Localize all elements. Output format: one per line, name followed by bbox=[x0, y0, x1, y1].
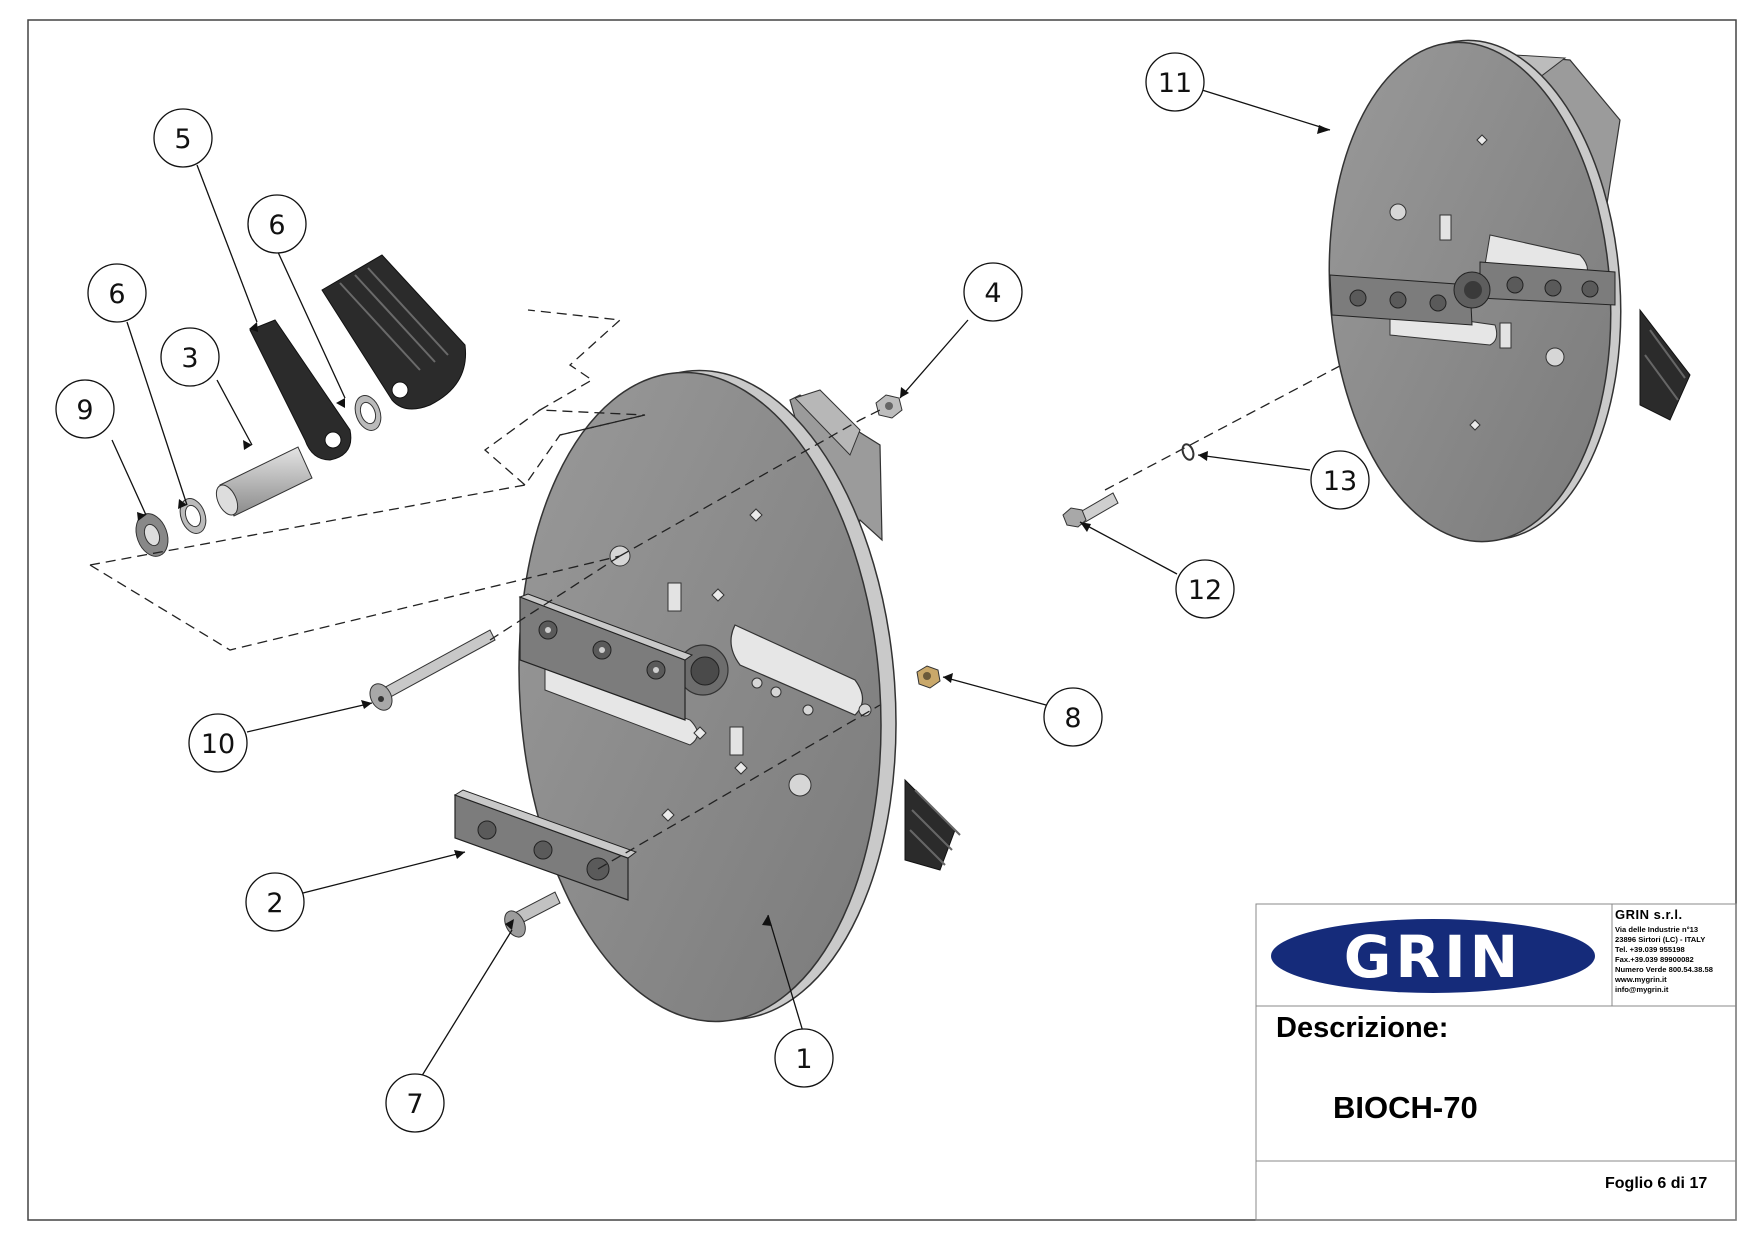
callout-3: 3 bbox=[160, 327, 220, 387]
svg-text:6: 6 bbox=[268, 210, 285, 241]
blade-stack-lower bbox=[904, 778, 961, 871]
model-name: BIOCH-70 bbox=[1333, 1090, 1478, 1125]
washer-13 bbox=[1181, 443, 1195, 461]
main-disc-assembly bbox=[518, 369, 961, 1023]
phone-line: Tel. +39.039 955198 bbox=[1615, 945, 1685, 954]
svg-text:7: 7 bbox=[406, 1089, 423, 1120]
sheet-number: Foglio 6 di 17 bbox=[1605, 1175, 1708, 1192]
callout-2: 2 bbox=[245, 872, 305, 932]
callout-9: 9 bbox=[55, 379, 115, 439]
disc-slot bbox=[730, 624, 864, 716]
toll-free-line: Numero Verde 800.54.38.58 bbox=[1615, 965, 1713, 974]
svg-text:12: 12 bbox=[1188, 575, 1222, 606]
fax-line: Fax.+39.039 89900082 bbox=[1615, 955, 1694, 964]
callout-7: 7 bbox=[385, 1073, 445, 1133]
drawing-frame bbox=[27, 19, 1737, 1221]
svg-text:9: 9 bbox=[76, 395, 93, 426]
callout-12: 12 bbox=[1175, 559, 1235, 619]
address-line: Via delle Industrie n°13 bbox=[1615, 925, 1699, 934]
svg-text:3: 3 bbox=[181, 343, 198, 374]
callout-1: 1 bbox=[774, 1028, 834, 1088]
washer-9 bbox=[135, 513, 169, 557]
nut-4 bbox=[875, 394, 903, 419]
hub-inner bbox=[690, 656, 720, 686]
svg-text:6: 6 bbox=[108, 279, 125, 310]
svg-text:2: 2 bbox=[266, 888, 283, 919]
blade-5 bbox=[249, 319, 352, 461]
nut-8 bbox=[916, 665, 941, 689]
description-label: Descrizione: bbox=[1276, 1012, 1449, 1044]
svg-text:10: 10 bbox=[201, 729, 235, 760]
blade-stack-upper bbox=[321, 254, 467, 410]
assembled-blade-stack bbox=[1639, 308, 1691, 421]
callout-6-upper: 6 bbox=[247, 194, 307, 254]
grin-logo: GRIN bbox=[1271, 919, 1595, 993]
leader-arrowheads bbox=[137, 125, 1330, 930]
bolt-12 bbox=[1062, 492, 1119, 528]
website-line: www.mygrin.it bbox=[1615, 975, 1667, 984]
dashed-explode-lines bbox=[89, 309, 1371, 870]
callout-5: 5 bbox=[153, 108, 213, 168]
svg-text:1: 1 bbox=[795, 1044, 812, 1075]
email-line: info@mygrin.it bbox=[1615, 985, 1669, 994]
svg-text:13: 13 bbox=[1323, 466, 1357, 497]
svg-text:11: 11 bbox=[1158, 68, 1192, 99]
svg-text:5: 5 bbox=[174, 124, 191, 155]
bushing-6-left bbox=[179, 498, 207, 534]
callout-13: 13 bbox=[1310, 450, 1370, 510]
spacer-tube bbox=[215, 446, 313, 517]
callout-11: 11 bbox=[1145, 52, 1205, 112]
callout-4: 4 bbox=[963, 262, 1023, 322]
callout-6-lower: 6 bbox=[87, 263, 147, 323]
leader-lines bbox=[111, 89, 1331, 1088]
long-bolt bbox=[369, 629, 496, 711]
assembled-disc bbox=[1328, 39, 1691, 543]
address-line: 23896 Sirtori (LC) - ITALY bbox=[1615, 935, 1706, 944]
svg-text:4: 4 bbox=[984, 278, 1001, 309]
callout-8: 8 bbox=[1043, 687, 1103, 747]
title-block bbox=[1255, 903, 1737, 1221]
svg-text:8: 8 bbox=[1064, 703, 1081, 734]
countersunk-screw bbox=[504, 891, 561, 938]
svg-text:GRIN: GRIN bbox=[1344, 923, 1522, 991]
knife-bar-loose bbox=[453, 789, 638, 901]
company-name: GRIN s.r.l. bbox=[1615, 907, 1683, 922]
bushing-6-right bbox=[354, 395, 382, 431]
callout-10: 10 bbox=[188, 713, 248, 773]
